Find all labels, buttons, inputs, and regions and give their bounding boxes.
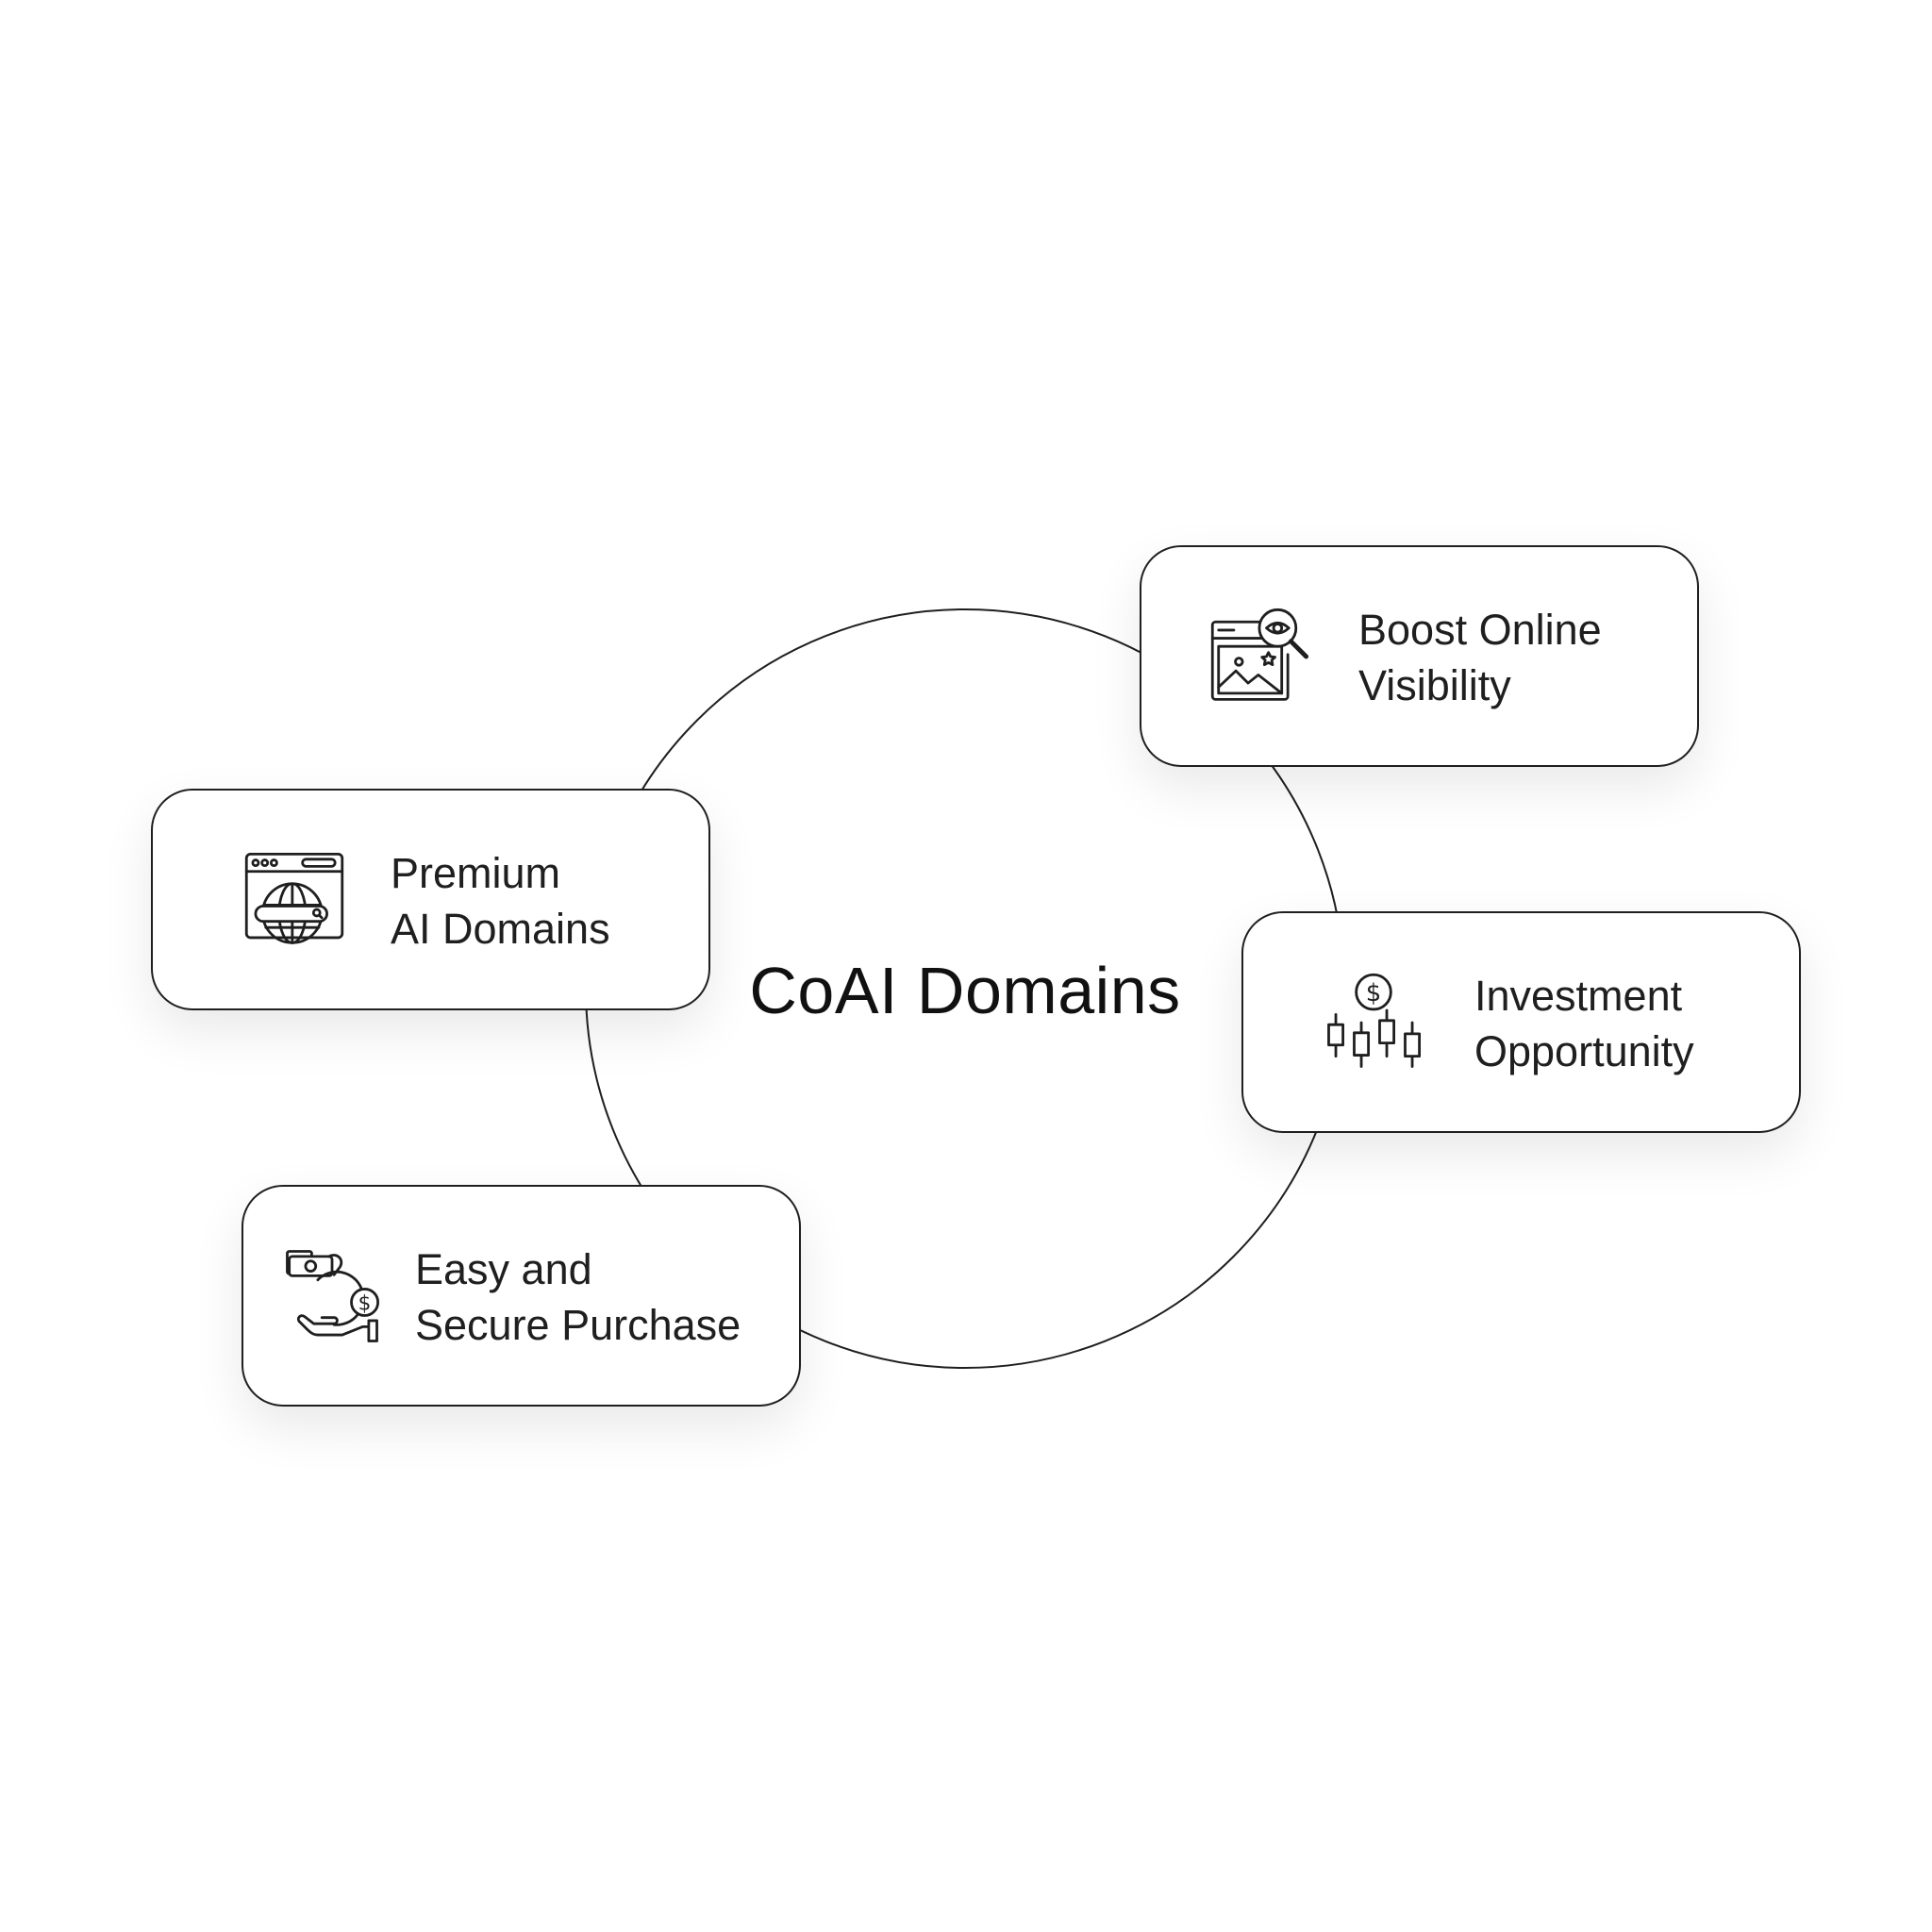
hand-money-coin-icon: $ [281,1245,383,1347]
card-purchase-line2: Secure Purchase [415,1301,741,1349]
card-investment-opportunity: $ Investment Opportunity [1241,911,1801,1133]
card-invest-line1: Investment [1474,972,1683,1020]
card-premium-line2: AI Domains [391,905,610,953]
dollar-candlestick-icon: $ [1323,972,1424,1074]
card-premium-line1: Premium [391,849,561,897]
card-easy-secure-purchase: $ Easy and Secure Purchase [242,1185,801,1407]
card-purchase-label: Easy and Secure Purchase [415,1241,741,1353]
svg-text:$: $ [1366,979,1381,1008]
card-boost-line2: Visibility [1358,661,1511,709]
card-purchase-line1: Easy and [415,1245,592,1293]
card-premium-ai-domains: Premium AI Domains [151,789,710,1010]
card-invest-label: Investment Opportunity [1474,968,1694,1079]
card-premium-label: Premium AI Domains [391,845,610,957]
svg-text:$: $ [358,1292,372,1316]
card-boost-line1: Boost Online [1358,606,1602,654]
browser-globe-search-icon [243,849,345,951]
webpage-eye-magnifier-icon [1209,606,1311,708]
card-boost-label: Boost Online Visibility [1358,602,1602,713]
card-invest-line2: Opportunity [1474,1027,1694,1075]
card-boost-online-visibility: Boost Online Visibility [1140,545,1699,767]
center-title: CoAI Domains [749,954,1181,1027]
